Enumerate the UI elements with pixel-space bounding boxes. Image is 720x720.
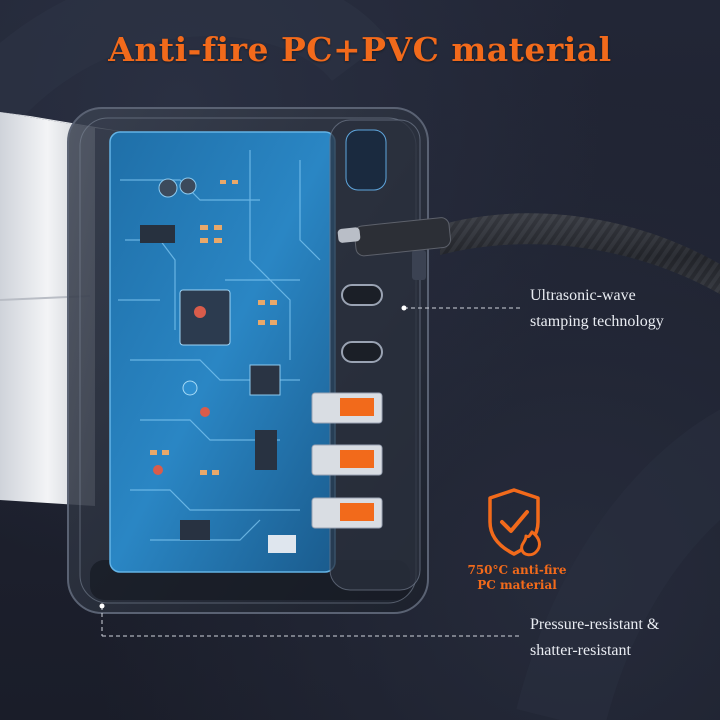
usb-a-ports xyxy=(311,392,383,529)
callout-ultrasonic-line-2: stamping technology xyxy=(530,313,664,330)
fire-badge-line-2: PC material xyxy=(477,578,557,592)
usb-c-port-1 xyxy=(341,284,383,306)
usb-cable xyxy=(337,213,720,295)
fire-badge-line-1: 750°C anti-fire xyxy=(467,563,567,577)
shield-check-flame-icon xyxy=(488,488,541,557)
callout-pressure-line-1: Pressure-resistant & xyxy=(530,616,660,633)
leader-lines xyxy=(99,305,522,637)
circuit-board xyxy=(109,131,336,573)
fire-badge-caption: 750°C anti-fire PC material xyxy=(452,563,582,593)
callout-ultrasonic-line-1: Ultrasonic-wave xyxy=(530,287,636,304)
callout-pressure-line-2: shatter-resistant xyxy=(530,642,631,659)
page-title: Anti-fire PC+PVC material xyxy=(108,30,612,69)
callout-pressure: Pressure-resistant & shatter-resistant xyxy=(530,612,659,664)
usb-c-port-2 xyxy=(341,341,383,363)
callout-ultrasonic: Ultrasonic-wave stamping technology xyxy=(530,283,664,335)
